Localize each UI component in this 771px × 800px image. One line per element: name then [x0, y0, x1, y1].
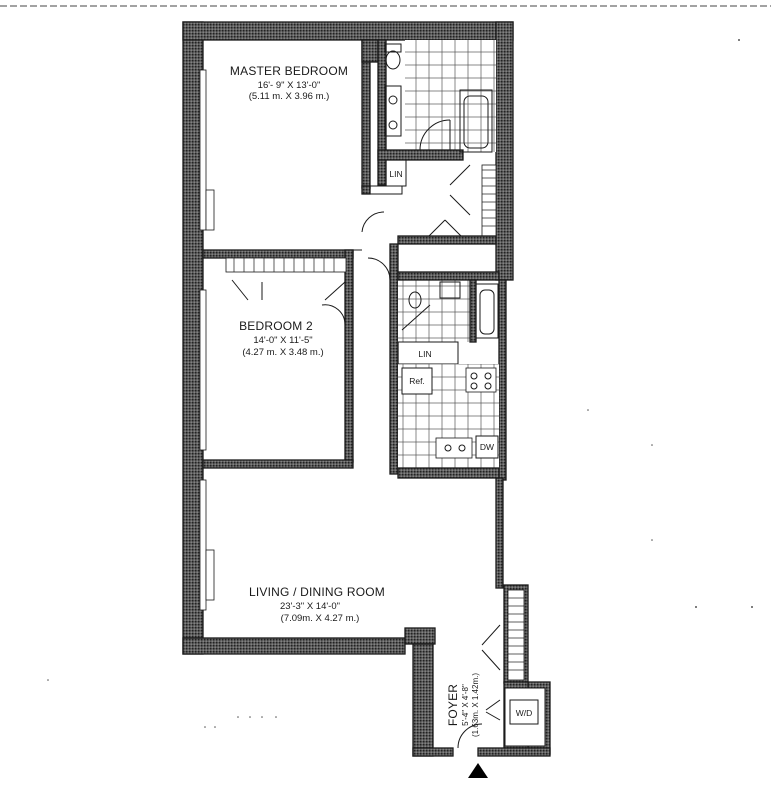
lin-lower-label: LIN	[418, 349, 431, 359]
ref-label: Ref.	[409, 376, 425, 386]
master-bath	[377, 39, 496, 186]
master-bedroom-door	[361, 211, 385, 233]
linen-closet-lower: LIN	[397, 341, 459, 365]
bedroom-2-walls	[202, 249, 354, 469]
second-bath	[397, 271, 500, 343]
lin-upper-label: LIN	[389, 169, 402, 179]
master-bedroom-dim-m: (5.11 m. X 3.96 m.)	[249, 91, 330, 102]
kitchen: Ref. DW	[397, 364, 500, 479]
wd-label: W/D	[516, 708, 533, 718]
living-dining-dim-m: (7.09m. X 4.27 m.)	[281, 613, 360, 624]
bedroom-2-dim-ft: 14'-0" X 11'-5"	[253, 335, 312, 346]
foyer-closet	[481, 589, 525, 681]
linen-closet-upper: LIN	[385, 159, 407, 187]
bedroom-2-name: BEDROOM 2	[239, 319, 313, 333]
dw-label: DW	[480, 442, 494, 452]
master-bedroom-dim-ft: 16'- 9" X 13'-0"	[258, 80, 321, 91]
master-bedroom-name: MASTER BEDROOM	[230, 64, 348, 78]
hall-door	[367, 257, 391, 281]
master-closet	[397, 164, 497, 245]
foyer-label: FOYER 5'-4" X 4'-8" (1.63m. X 1.42m.)	[446, 673, 480, 737]
scan-specks	[47, 39, 753, 728]
living-dining-name: LIVING / DINING ROOM	[249, 585, 385, 599]
bedroom-2-label: BEDROOM 2 14'-0" X 11'-5" (4.27 m. X 3.4…	[239, 319, 324, 358]
bedroom-2-dim-m: (4.27 m. X 3.48 m.)	[242, 347, 323, 358]
living-dining-label: LIVING / DINING ROOM 23'-3" X 14'-0" (7.…	[249, 585, 385, 624]
washer-dryer: W/D	[485, 687, 546, 747]
living-dining-dim-ft: 23'-3" X 14'-0"	[280, 601, 340, 612]
foyer-dim-ft: 5'-4" X 4'-8"	[461, 684, 470, 726]
master-bedroom-label: MASTER BEDROOM 16'- 9" X 13'-0" (5.11 m.…	[230, 64, 348, 102]
foyer-name: FOYER	[446, 684, 460, 726]
entry-door	[457, 723, 483, 749]
windows-left	[199, 69, 215, 611]
foyer-dim-m: (1.63m. X 1.42m.)	[471, 673, 480, 737]
hallway-wall	[389, 243, 399, 475]
entry-arrow-icon	[468, 763, 488, 778]
